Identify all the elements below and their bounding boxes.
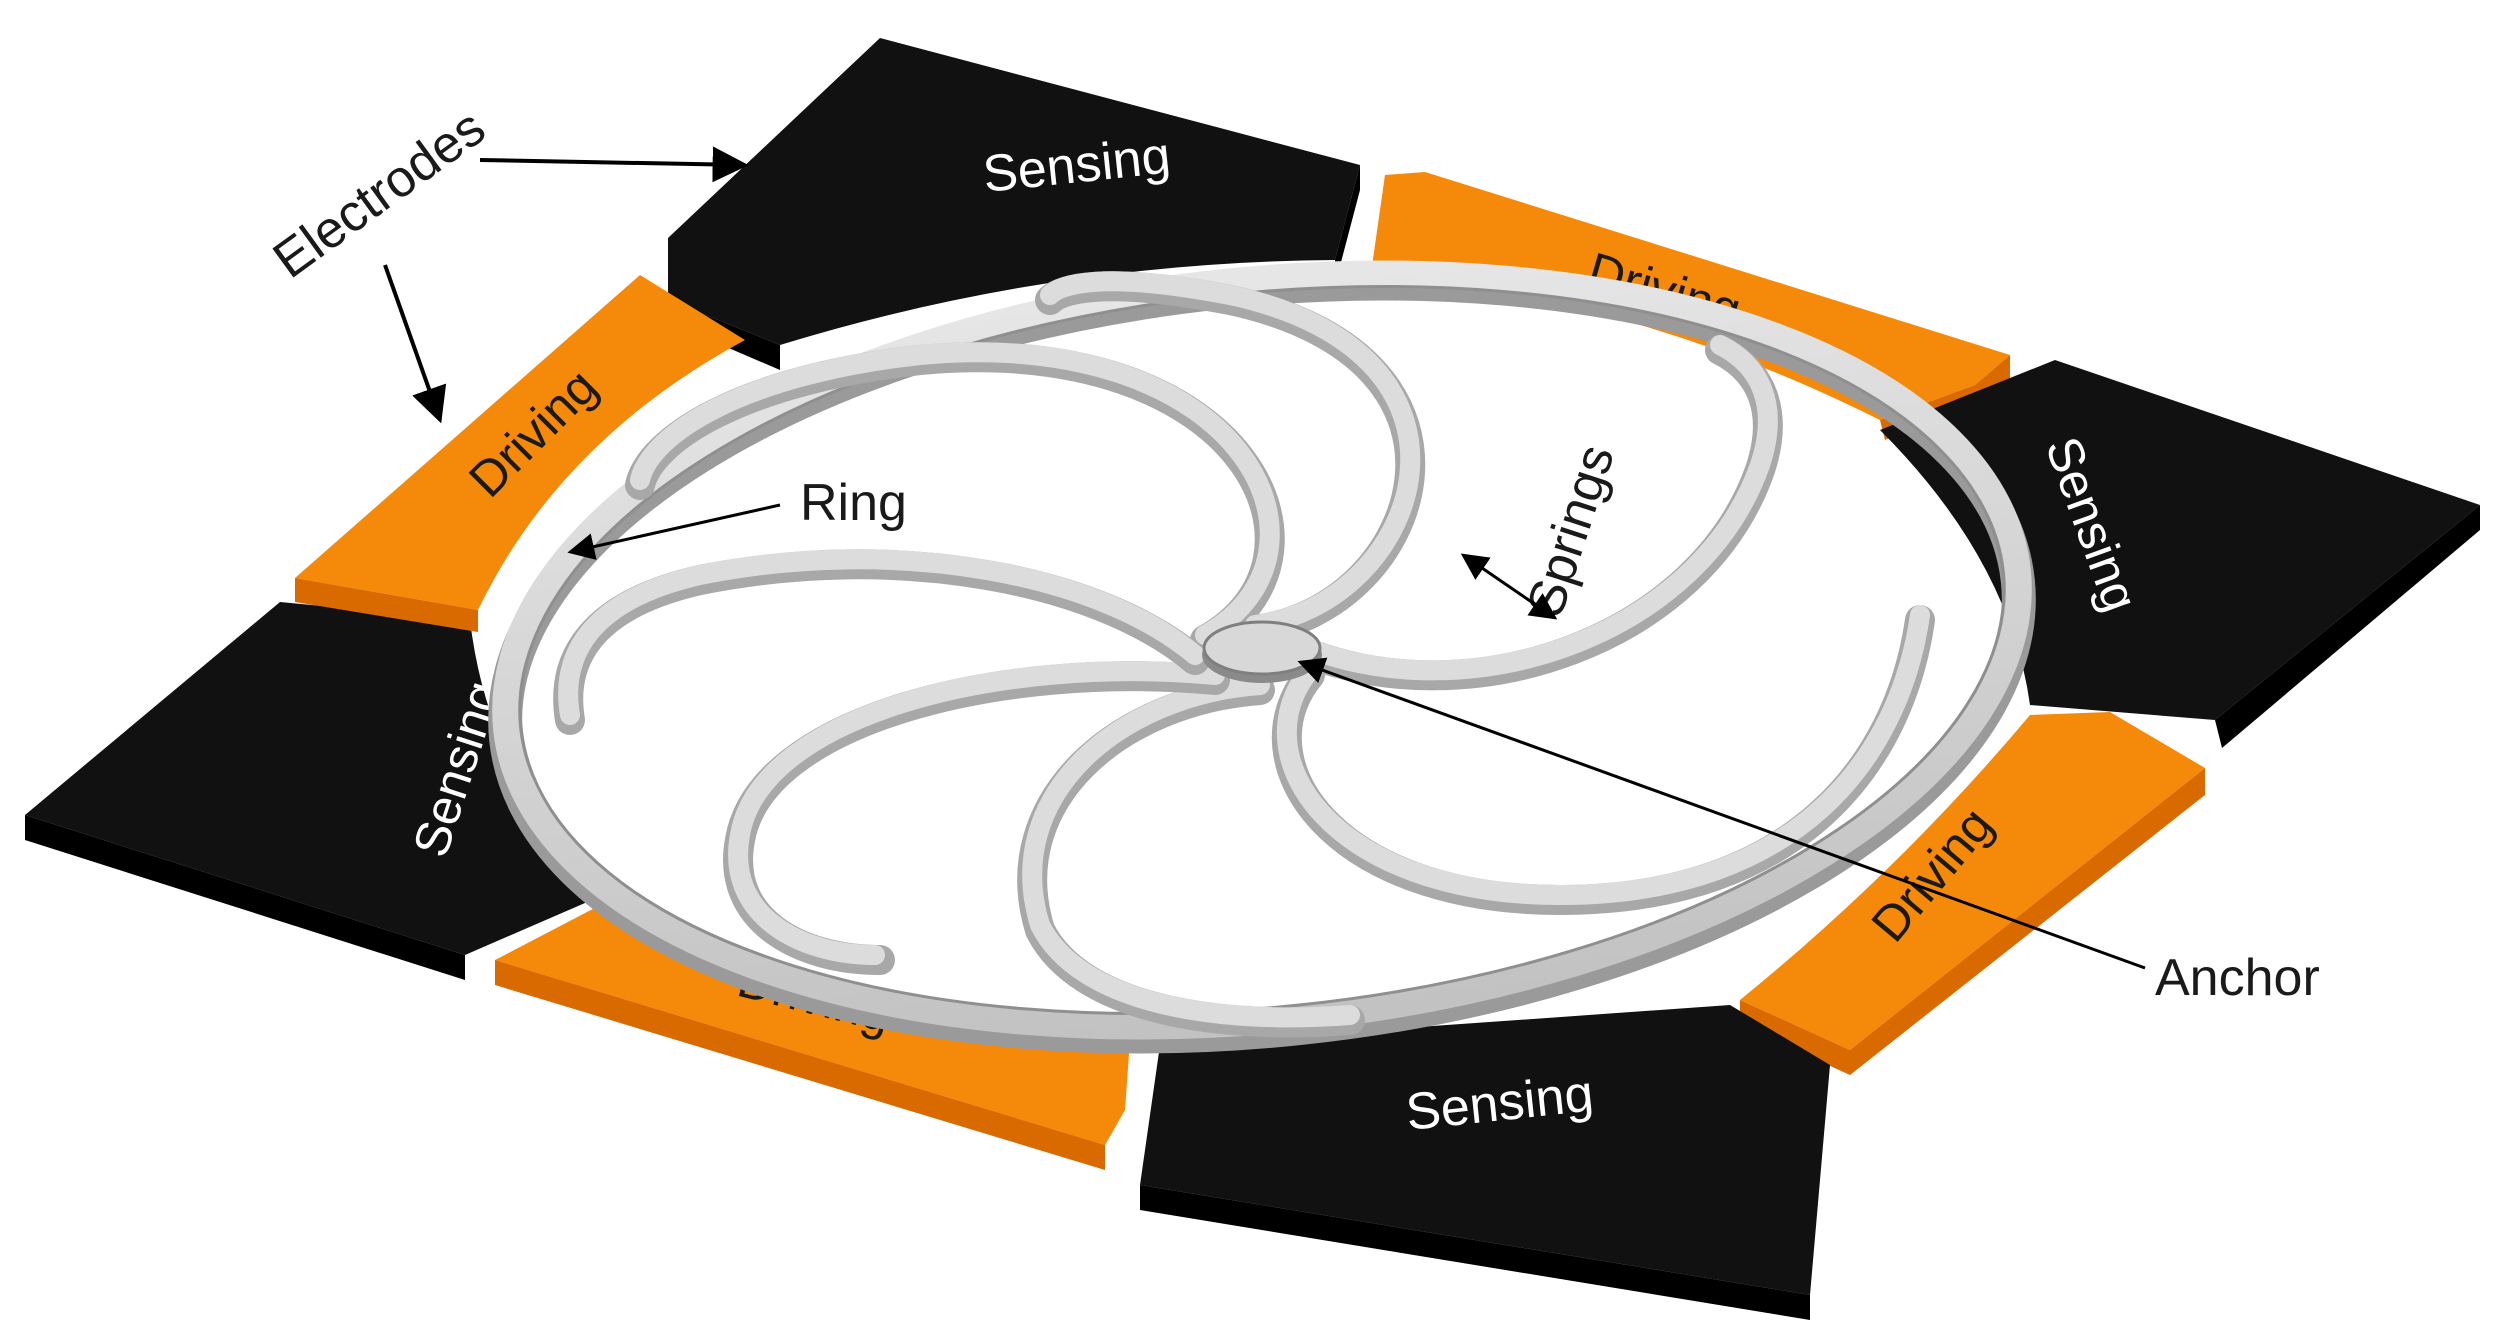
callout-springs: Springs bbox=[1460, 438, 1626, 624]
electrodes-arrow-left bbox=[383, 264, 447, 424]
springs-arrow bbox=[1460, 553, 1558, 620]
anchor bbox=[1202, 620, 1322, 683]
driving-electrode-bottom-right: Driving bbox=[1740, 712, 2205, 1075]
callout-anchor: Anchor bbox=[1297, 657, 2320, 1007]
callout-ring: Ring bbox=[567, 474, 907, 560]
spring-group bbox=[553, 271, 1935, 1038]
sensing-electrode-bottom: Sensing bbox=[1140, 1005, 1830, 1320]
anchor-label: Anchor bbox=[2155, 949, 2320, 1007]
sensing-electrode-right: Sensing bbox=[1880, 360, 2480, 748]
spring-3 bbox=[1285, 335, 1783, 691]
ring-arrow bbox=[567, 503, 781, 560]
anchor-arrow bbox=[1297, 657, 2146, 970]
springs-label: Springs bbox=[1516, 438, 1626, 624]
electrodes-label: Electrodes bbox=[263, 98, 496, 289]
electrodes-arrow-top bbox=[479, 146, 749, 183]
ring-label: Ring bbox=[800, 474, 907, 532]
